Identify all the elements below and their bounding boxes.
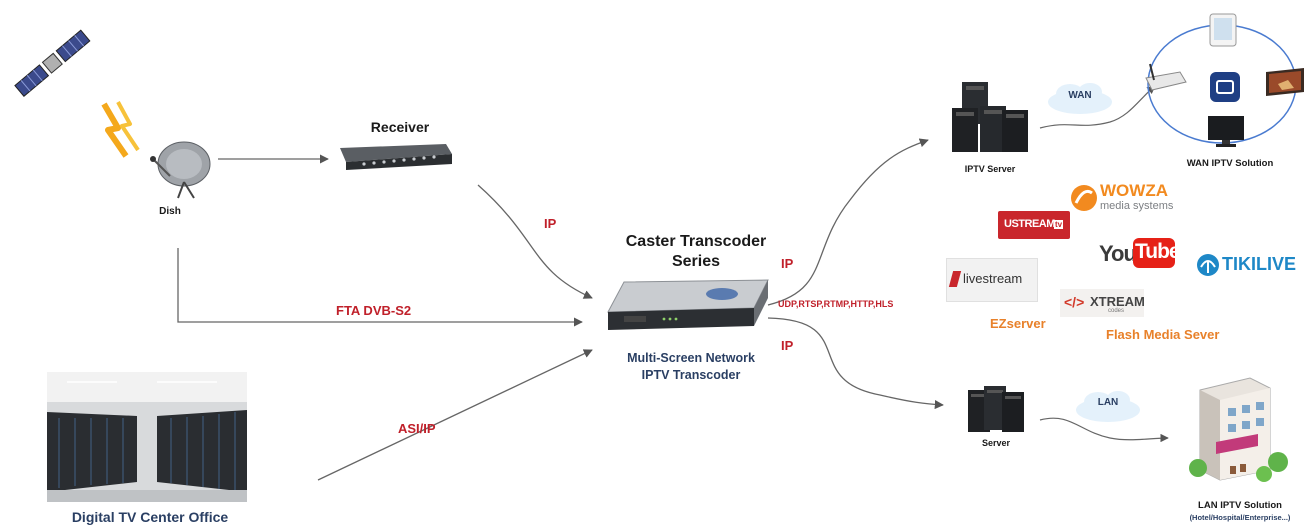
- edge-transcoder-server: [767, 317, 944, 410]
- transcoder-subtitle: Multi-Screen Network IPTV Transcoder: [627, 351, 755, 382]
- lan-cloud-label: LAN: [1097, 397, 1119, 408]
- cloud-icon: [1048, 83, 1112, 114]
- tablet-icon: [1209, 13, 1237, 47]
- youtube-tube-box: Tube: [1133, 238, 1181, 268]
- xtream-logo: </> XTREAM codes: [1060, 289, 1145, 317]
- server-tower-icon: [952, 82, 1028, 152]
- dish-icon: [150, 141, 211, 199]
- lan-solution-sub-label: (Hotel/Hospital/Enterprise...): [1189, 513, 1291, 522]
- wowza-logo-icon: [1071, 185, 1097, 211]
- edge-label-protocols: UDP,RTSP,RTMP,HTTP,HLS: [778, 299, 894, 309]
- tv-icon: [1210, 72, 1240, 102]
- edge-iptvserver-wan: [1039, 85, 1156, 129]
- datacenter-label: Digital TV Center Office: [71, 509, 229, 525]
- edge-label-ip-up: IP: [781, 256, 794, 271]
- tikilive-logo-icon: [1197, 254, 1219, 276]
- wan-solution-label: WAN IPTV Solution: [1186, 158, 1274, 169]
- livestream-logo: livestream: [946, 258, 1038, 302]
- ezserver-label: EZserver: [990, 316, 1046, 331]
- tikilive-label: TIKILIVE: [1222, 254, 1297, 274]
- xtream-chevrons-icon: </>: [1064, 294, 1085, 310]
- wowza-sub-label: media systems: [1100, 200, 1174, 212]
- cloud-icon: [1076, 391, 1140, 422]
- receiver-device-icon: [340, 144, 452, 170]
- edge-dish-transcoder: [177, 248, 583, 327]
- ustream-label: USTREAM: [1004, 218, 1055, 230]
- transcoder-title: Caster Transcoder Series: [625, 233, 767, 270]
- edge-label-fta: FTA DVB-S2: [336, 303, 412, 318]
- flash-media-label: Flash Media Sever: [1106, 327, 1220, 342]
- youtube-you-label: You: [1099, 241, 1137, 266]
- edge-server-lan: [1039, 417, 1169, 443]
- ustream-tv-label: tv: [1054, 220, 1064, 229]
- edge-transcoder-iptvserver: [767, 138, 929, 306]
- server-tower-icon: [968, 386, 1024, 432]
- server-label: Server: [981, 438, 1011, 448]
- signal-bolt-icon: [101, 101, 140, 158]
- edge-label-ip-down: IP: [781, 338, 794, 353]
- transcoder-rack-icon: [607, 279, 769, 330]
- tv-screen-icon: [1266, 68, 1304, 96]
- receiver-label: Receiver: [370, 119, 430, 135]
- hotel-building-icon: [1189, 377, 1288, 482]
- wan-cloud-label: WAN: [1068, 90, 1092, 101]
- wowza-label: WOWZA: [1100, 181, 1168, 200]
- livestream-flag-icon: [948, 271, 962, 287]
- livestream-label: livestream: [963, 271, 1023, 286]
- edge-receiver-transcoder: [477, 184, 593, 299]
- edge-label-ip-receiver: IP: [544, 216, 557, 231]
- monitor-icon: [1208, 116, 1244, 147]
- lan-solution-label: LAN IPTV Solution: [1198, 500, 1282, 511]
- ustream-logo: USTREAM tv: [998, 211, 1070, 239]
- satellite-icon: [14, 29, 91, 97]
- datacenter-photo-icon: [47, 372, 247, 502]
- xtream-sub-label: codes: [1108, 308, 1125, 314]
- xtream-label: XTREAM: [1090, 294, 1145, 309]
- dish-label: Dish: [159, 206, 181, 217]
- youtube-tube-label: Tube: [1135, 240, 1181, 263]
- edge-datacenter-transcoder: [317, 349, 593, 481]
- router-icon: [1145, 63, 1187, 91]
- iptv-server-label: IPTV Server: [964, 164, 1016, 174]
- edge-label-asi: ASI/IP: [398, 421, 436, 436]
